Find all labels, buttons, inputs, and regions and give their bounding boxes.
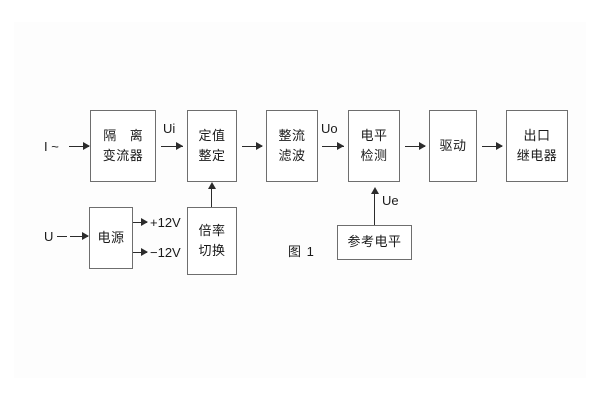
arrowhead-rail-negative — [141, 248, 148, 256]
arrowhead-current-input — [83, 142, 90, 150]
input-label-voltage: U — [44, 229, 54, 244]
block-rectify-filter-line1: 整流 — [278, 127, 306, 143]
block-isolation-ct-line1: 隔 离 — [103, 127, 148, 143]
block-multiplier-switch-line2: 切换 — [198, 243, 226, 258]
connector-ui — [161, 146, 183, 147]
block-rectify-filter-line2: 滤波 — [278, 148, 306, 163]
connector-multiplier-to-setting — [211, 186, 212, 207]
block-drive[interactable]: 驱动 — [429, 110, 477, 182]
block-drive-line1: 驱动 — [439, 137, 467, 153]
connector-voltage-input — [70, 236, 88, 237]
block-output-relay[interactable]: 出口 继电器 — [506, 110, 568, 182]
block-output-relay-line1: 出口 — [523, 127, 551, 143]
rail-label-positive: +12V — [150, 215, 181, 230]
connector-drive-to-relay — [482, 146, 502, 147]
signal-label-ui: Ui — [163, 121, 176, 136]
block-multiplier-switch-line1: 倍率 — [198, 222, 226, 238]
block-output-relay-line2: 继电器 — [516, 148, 558, 163]
signal-label-ue: Ue — [382, 193, 399, 208]
arrowhead-setting-to-rectify — [256, 142, 263, 150]
signal-label-uo: Uo — [321, 121, 338, 136]
arrowhead-voltage-input — [82, 232, 89, 240]
block-setting-line2: 整定 — [198, 148, 226, 163]
block-reference-level[interactable]: 参考电平 — [337, 225, 412, 260]
arrowhead-uo — [337, 142, 344, 150]
connector-rail-negative — [133, 252, 147, 253]
block-multiplier-switch[interactable]: 倍率 切换 — [187, 207, 237, 275]
diagram-panel — [14, 22, 586, 378]
arrowhead-reference-to-level — [371, 187, 379, 194]
rail-label-negative: −12V — [150, 245, 181, 260]
arrowhead-level-to-drive — [419, 142, 426, 150]
block-setting-line1: 定值 — [198, 127, 226, 143]
arrowhead-ui — [176, 142, 183, 150]
connector-uo — [322, 146, 344, 147]
block-level-detect-line2: 检测 — [360, 148, 388, 163]
figure-caption: 图 1 — [288, 244, 315, 259]
connector-level-to-drive — [405, 146, 425, 147]
block-rectify-filter[interactable]: 整流 滤波 — [266, 110, 318, 182]
arrowhead-rail-positive — [141, 218, 148, 226]
block-setting[interactable]: 定值 整定 — [187, 110, 237, 182]
connector-setting-to-rectify — [242, 146, 262, 147]
input-label-current: I ~ — [44, 139, 59, 154]
block-isolation-ct[interactable]: 隔 离 变流器 — [90, 110, 156, 182]
connector-current-input — [69, 146, 89, 147]
arrowhead-drive-to-relay — [496, 142, 503, 150]
block-reference-level-line1: 参考电平 — [347, 234, 402, 250]
block-isolation-ct-line2: 变流器 — [102, 148, 144, 163]
block-power-supply[interactable]: 电源 — [89, 207, 133, 269]
block-level-detect-line1: 电平 — [360, 127, 388, 143]
arrowhead-multiplier-to-setting — [208, 182, 216, 189]
connector-rail-positive — [133, 222, 147, 223]
connector-reference-to-level — [374, 191, 375, 225]
block-level-detect[interactable]: 电平 检测 — [348, 110, 400, 182]
block-power-supply-line1: 电源 — [97, 229, 125, 245]
connector-voltage-input-seg1 — [57, 236, 67, 237]
